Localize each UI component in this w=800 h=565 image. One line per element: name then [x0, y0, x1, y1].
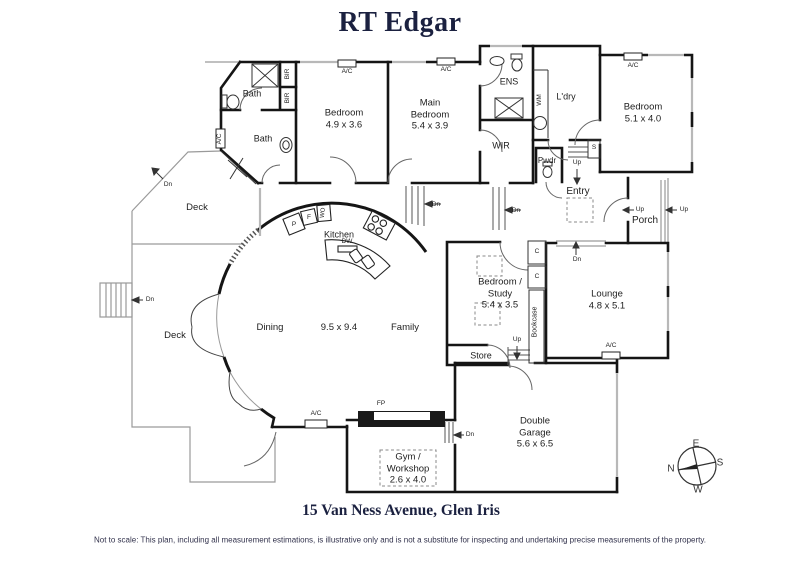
- label-pantry: P: [291, 221, 297, 229]
- label-powder: Pwdr: [537, 156, 557, 166]
- label-ac-3: A/C: [627, 62, 639, 70]
- study-dims: 5.4 x 3.5: [481, 299, 519, 311]
- label-entry: Entry: [566, 185, 590, 197]
- label-deck-upper: Deck: [186, 202, 208, 214]
- label-bir-2: BIR: [284, 92, 292, 104]
- kitchen-fittings: [282, 203, 396, 280]
- compass: [677, 446, 717, 486]
- garage-l2: Garage: [519, 427, 551, 439]
- garage-dims: 5.6 x 6.5: [516, 438, 554, 450]
- circular-room-walls: [190, 201, 428, 420]
- label-up-store: Up: [512, 336, 522, 344]
- label-bedroom-study: Bedroom / Study 5.4 x 3.5: [478, 277, 522, 312]
- label-cupboard-1: C: [534, 248, 540, 256]
- label-up-porch-1: Up: [635, 206, 645, 214]
- label-gym: Gym / Workshop 2.6 x 4.0: [387, 452, 430, 487]
- label-store: Store: [470, 350, 492, 361]
- label-bedroom-rear: Bedroom 5.1 x 4.0: [624, 101, 663, 124]
- label-dn-garage: Dn: [465, 431, 475, 439]
- label-ac-1: A/C: [341, 68, 353, 76]
- fireplace: [358, 411, 445, 427]
- label-living-dims: 9.5 x 9.4: [320, 322, 358, 334]
- label-ac-4: A/C: [605, 342, 617, 350]
- label-ensuite: ENS: [499, 76, 519, 87]
- compass-north: N: [667, 463, 675, 475]
- label-garage: Double Garage 5.6 x 6.5: [517, 416, 553, 451]
- ac-units: [215, 52, 643, 429]
- label-deck-lower: Deck: [164, 330, 186, 342]
- label-dn-lounge: Dn: [572, 256, 582, 264]
- main-bedroom-dims: 5.4 x 3.9: [411, 120, 449, 132]
- windows: [258, 43, 695, 476]
- compass-south: S: [716, 457, 724, 469]
- label-bookcase: Bookcase: [531, 306, 539, 338]
- label-fridge: F: [307, 214, 311, 222]
- label-wm: WM: [536, 94, 544, 106]
- gym-l1: Gym /: [395, 451, 421, 463]
- bedroom-front-name: Bedroom: [324, 107, 364, 119]
- label-ac-5: A/C: [310, 410, 322, 418]
- bedroom-front-dims: 4.9 x 3.6: [325, 119, 363, 130]
- label-fp: FP: [376, 400, 386, 408]
- label-dn-hall-1: Dn: [431, 201, 441, 209]
- label-dn-deck-upper: Dn: [163, 181, 173, 189]
- bedroom-rear-dims: 5.1 x 4.0: [624, 113, 662, 124]
- label-ac-2: A/C: [440, 66, 452, 74]
- bedroom-rear-name: Bedroom: [623, 101, 663, 113]
- label-lounge: Lounge 4.8 x 5.1: [589, 288, 625, 311]
- label-bath-lower: Bath: [253, 133, 273, 144]
- label-dw: DW: [341, 238, 353, 246]
- walls: [219, 44, 694, 494]
- label-main-bedroom: Main Bedroom 5.4 x 3.9: [411, 98, 450, 133]
- disclaimer-text: Not to scale: This plan, including all m…: [93, 535, 707, 545]
- label-family: Family: [391, 322, 419, 334]
- garage-l1: Double: [519, 415, 551, 427]
- label-s-closet: S: [591, 144, 597, 152]
- gym-l2: Workshop: [386, 463, 430, 475]
- door-swings: [239, 63, 629, 467]
- label-kitchen: Kitchen: [323, 229, 355, 240]
- direction-arrows: [130, 167, 677, 439]
- fixtures: [220, 53, 601, 364]
- lounge-name: Lounge: [591, 288, 623, 300]
- label-wir: WIR: [492, 140, 510, 151]
- label-cupboard-2: C: [534, 273, 540, 281]
- label-bir-1: BIR: [284, 68, 292, 80]
- study-l2: Study: [487, 288, 513, 300]
- label-porch: Porch: [631, 214, 659, 226]
- label-bath-upper: Bath: [242, 88, 262, 99]
- compass-east: E: [692, 438, 700, 450]
- brand-title: RT Edgar: [338, 7, 462, 38]
- label-up-porch-2: Up: [679, 206, 689, 214]
- gym-dims: 2.6 x 4.0: [389, 474, 427, 486]
- label-dn-deck-lower: Dn: [145, 296, 155, 304]
- lounge-dims: 4.8 x 5.1: [588, 300, 626, 311]
- label-dn-hall-2: Dn: [511, 207, 521, 215]
- property-address: 15 Van Ness Avenue, Glen Iris: [302, 502, 500, 519]
- main-bedroom-l2: Bedroom: [410, 109, 450, 121]
- compass-west: W: [693, 484, 703, 496]
- label-dining: Dining: [256, 322, 284, 334]
- study-l1: Bedroom /: [478, 276, 522, 288]
- main-bedroom-l1: Main: [419, 97, 441, 109]
- label-wall-oven: WO: [319, 207, 327, 219]
- label-up-entry: Up: [572, 159, 582, 167]
- label-bedroom-front: Bedroom 4.9 x 3.6: [325, 107, 364, 130]
- label-laundry: L'dry: [556, 91, 576, 102]
- skylights: [379, 197, 594, 487]
- label-ac-bath: A/C: [216, 133, 224, 145]
